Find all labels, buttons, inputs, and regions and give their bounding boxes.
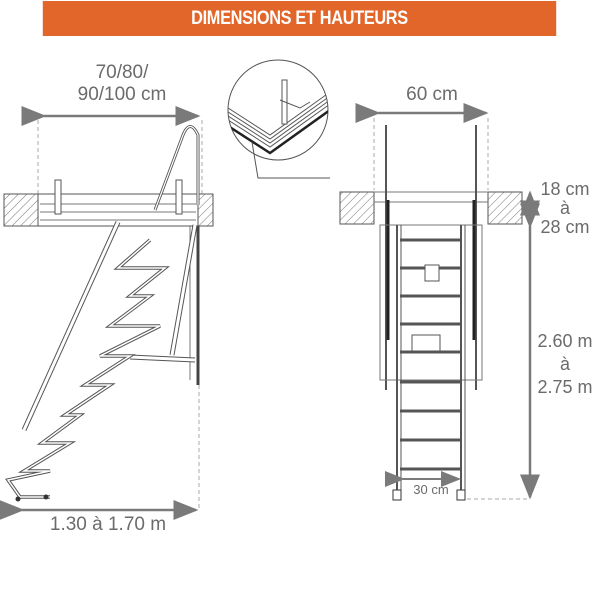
side-view-drawing <box>0 106 214 520</box>
front-view-drawing <box>339 103 540 501</box>
floor-length-label: 1.30 à 1.70 m <box>49 514 167 535</box>
title-banner: DIMENSIONS ET HAUTEURS <box>42 1 557 36</box>
height-label: 2.60 m à 2.75 m <box>537 331 593 397</box>
thickness-label: 18 cm à 28 cm <box>540 179 590 237</box>
step-width-label: 30 cm <box>413 482 449 497</box>
front-width-label: 60 cm <box>406 84 458 105</box>
side-width-label: 70/80/ 90/100 cm <box>77 62 167 105</box>
page-title: DIMENSIONS ET HAUTEURS <box>191 7 408 29</box>
detail-circle <box>227 59 330 179</box>
